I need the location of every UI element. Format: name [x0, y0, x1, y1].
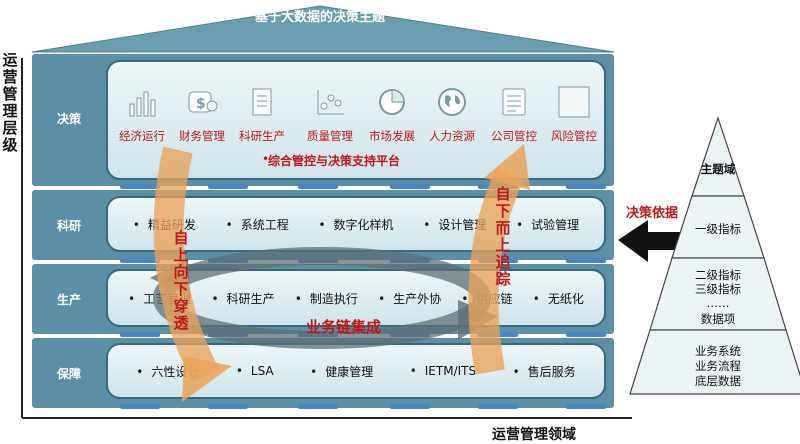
- connector-strip: [390, 404, 430, 409]
- globe-icon: [438, 88, 466, 116]
- icon-cell-economy: 经济运行: [112, 86, 172, 144]
- icon-label-quality: 质量管理: [307, 129, 353, 143]
- chain-label: 业务链集成: [306, 318, 382, 336]
- icon-cell-quality: 质量管理: [300, 86, 360, 144]
- basis-label: 决策依据: [626, 206, 679, 221]
- pyramid-level2: 二级指标: [695, 268, 741, 282]
- connector-strip: [298, 184, 338, 189]
- connector-strip: [566, 332, 606, 337]
- connector-strip: [298, 404, 338, 409]
- layer-label-support: 保障: [56, 367, 81, 381]
- pie-icon: [379, 89, 405, 115]
- pyramid-top: 主题域: [698, 162, 738, 176]
- top-down-label: 自上向下穿透: [173, 229, 189, 332]
- icon-label-risk: 风险管控: [551, 129, 597, 143]
- connector-strip: [120, 332, 160, 337]
- bottom-up-label: 自下而上追踪: [495, 185, 511, 288]
- connector-strip: [120, 404, 160, 409]
- support-item: IETM/ITS: [410, 364, 476, 378]
- money-icon: $: [188, 91, 218, 113]
- research-item: 系统工程: [226, 216, 289, 233]
- connector-strip: [120, 184, 160, 189]
- icon-label-finance: 财务管理: [179, 129, 225, 143]
- pyramid-items: 数据项: [700, 312, 736, 326]
- icon-cell-rnd: 科研生产: [232, 86, 292, 144]
- icon-cell-hr: 人力资源: [422, 86, 482, 144]
- layer-label-research: 科研: [56, 219, 81, 233]
- connector-strip: [390, 184, 430, 189]
- list-icon: [502, 88, 526, 116]
- icon-cell-corporate: 公司管控: [484, 86, 544, 144]
- roof: [31, 5, 615, 53]
- pyramid-level3: 三级指标: [695, 282, 741, 296]
- y-axis-label: 运营管理层级: [2, 51, 18, 154]
- pyramid-base1: 业务系统: [695, 344, 741, 358]
- pyramid-top-text: 主题域: [700, 162, 736, 176]
- svg-text:$: $: [196, 96, 206, 112]
- roof-title: 基于大数据的决策主题: [254, 10, 385, 25]
- production-item: 科研生产: [211, 290, 275, 307]
- research-item: 试验管理: [516, 216, 579, 233]
- connector-strip: [566, 404, 606, 409]
- production-item: 无纸化: [533, 290, 584, 307]
- connector-strip: [208, 184, 248, 189]
- pyramid-base3: 底层数据: [695, 374, 741, 388]
- icon-cell-risk: 风险管控: [544, 86, 604, 144]
- platform-bullet: •: [262, 152, 270, 166]
- icon-cell-market: 市场发展: [362, 86, 422, 144]
- support-item: 售后服务: [513, 363, 576, 380]
- research-item: 设计管理: [423, 216, 486, 233]
- bar-chart-icon: [129, 91, 156, 117]
- pyramid-ellipsis: ……: [706, 296, 730, 310]
- pyramid-level1: 一级指标: [695, 222, 741, 236]
- icon-label-market: 市场发展: [369, 129, 415, 143]
- connector-strip: [120, 258, 160, 263]
- connector-strip: [208, 404, 248, 409]
- icon-label-economy: 经济运行: [119, 129, 165, 143]
- platform-label: 综合管控与决策支持平台: [268, 154, 401, 168]
- icon-cell-finance: $ 财务管理: [172, 86, 232, 144]
- production-item: 制造执行: [295, 290, 358, 307]
- layer-label-decision: 决策: [56, 112, 81, 126]
- support-item: LSA: [236, 364, 274, 378]
- production-item: 生产外协: [378, 290, 441, 307]
- layer-label-production: 生产: [56, 293, 81, 307]
- icon-label-hr: 人力资源: [429, 129, 475, 143]
- connector-strip: [478, 404, 518, 409]
- support-item: 健康管理: [310, 363, 373, 380]
- x-axis-label: 运营管理领域: [492, 427, 576, 443]
- scatter-icon: [317, 90, 344, 115]
- connector-strip: [566, 258, 606, 263]
- research-item: 数字化样机: [318, 216, 394, 233]
- blank-icon: [558, 86, 590, 118]
- document-icon: [252, 88, 272, 116]
- icon-label-corporate: 公司管控: [491, 129, 537, 143]
- pyramid-base2: 业务流程: [695, 359, 741, 373]
- connector-strip: [566, 184, 606, 189]
- icon-label-rnd: 科研生产: [239, 129, 285, 143]
